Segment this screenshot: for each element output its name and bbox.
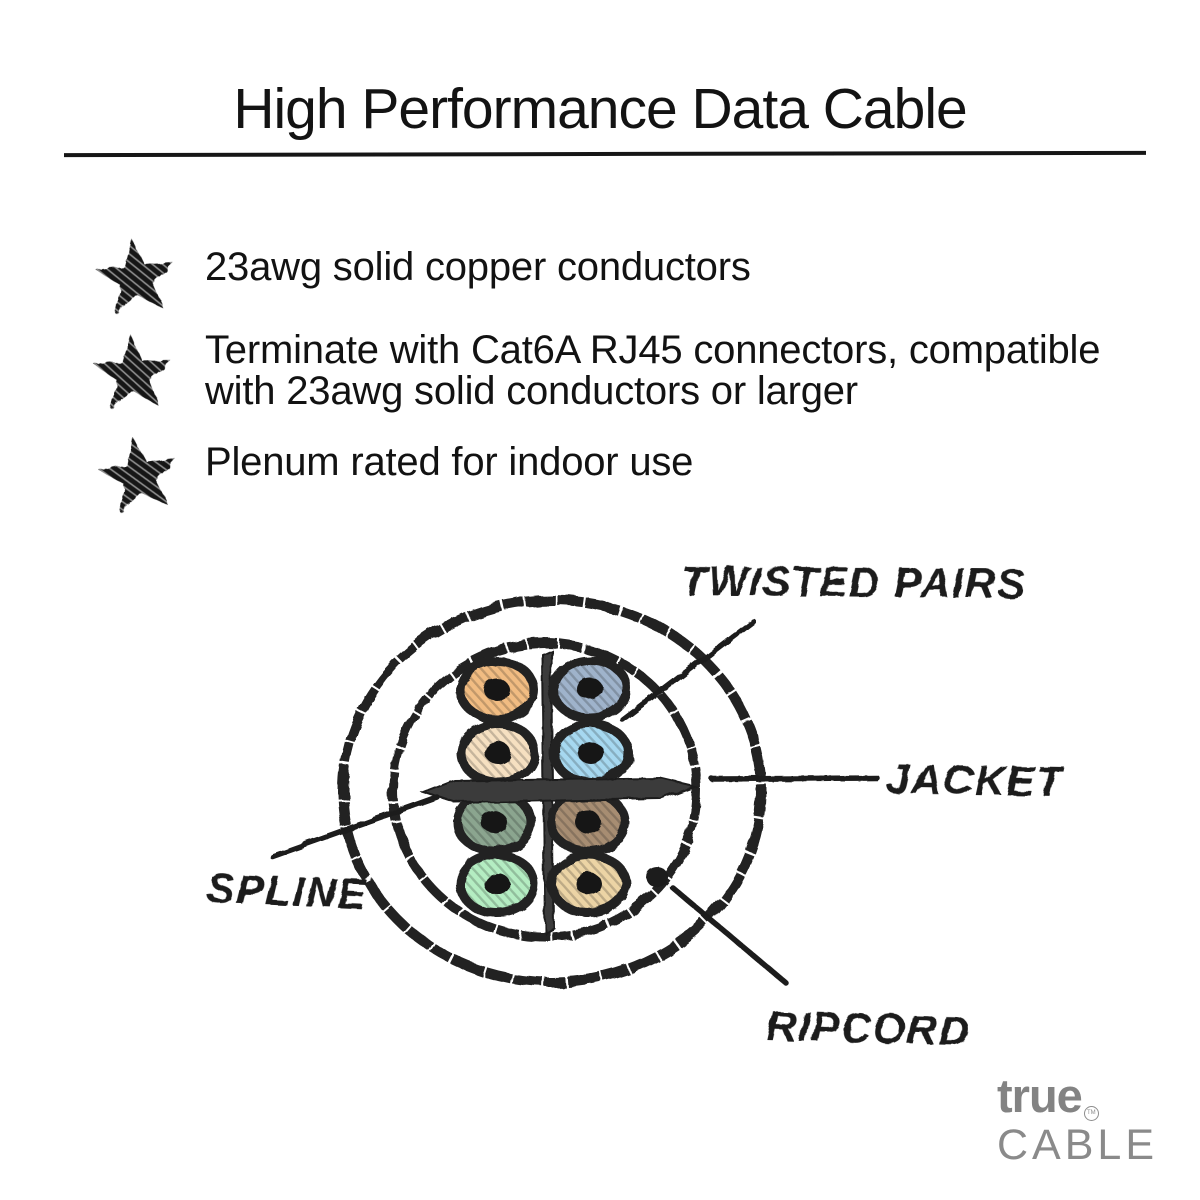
logo-word-true: true: [997, 1069, 1083, 1122]
title-divider: [63, 150, 1147, 158]
label-ripcord: RIPCORD: [766, 1002, 971, 1054]
cable-cross-section-diagram: TWISTED PAIRS JACKET SPLINE RIPCORD: [206, 557, 1066, 1054]
feature-text-line: with 23awg solid conductors or larger: [205, 369, 858, 413]
trademark-icon: TM: [1083, 1106, 1099, 1121]
conductor-core: [481, 811, 507, 833]
spline-horizontal-bar: [421, 776, 698, 805]
feature-item: 23awg solid copper conductors: [205, 247, 751, 288]
conductor-orange: [455, 656, 539, 724]
conductor-white-brown: [547, 850, 631, 918]
conductor-white-green: [455, 850, 539, 918]
feature-text: Plenum rated for indoor use: [205, 440, 694, 484]
label-jacket: JACKET: [886, 755, 1066, 805]
conductor-green: [452, 788, 536, 856]
conductor-core: [577, 678, 603, 700]
jacket-inner-ring: [388, 638, 702, 942]
label-spline: SPLINE: [206, 864, 369, 918]
label-twisted-pairs: TWISTED PAIRS: [681, 557, 1027, 607]
logo-word-cable: CABLE: [997, 1121, 1159, 1169]
conductor-white-orange: [456, 719, 540, 787]
jacket-callout-line: [709, 775, 880, 782]
conductor-blue: [548, 655, 632, 723]
jacket-outer-ring: [338, 595, 766, 987]
conductor-core: [575, 811, 601, 833]
ripcord-dot: [646, 867, 668, 887]
page-title: High Performance Data Cable: [233, 77, 967, 141]
twisted-pairs-callout-line: [620, 618, 756, 723]
feature-item: Plenum rated for indoor use: [205, 442, 693, 483]
star-icon: [94, 334, 171, 409]
conductor-core: [576, 873, 602, 895]
feature-text-line: Terminate with Cat6A RJ45 connectors, co…: [205, 328, 1101, 372]
star-icon: [96, 238, 174, 314]
conductor-core: [578, 742, 604, 764]
conductor-brown: [546, 788, 630, 856]
conductor-core: [484, 679, 510, 701]
feature-item: Terminate with Cat6A RJ45 connectors, co…: [205, 330, 1100, 412]
feature-text: 23awg solid copper conductors: [205, 245, 751, 289]
conductor-white-blue: [549, 719, 633, 787]
conductor-core: [484, 873, 510, 895]
conductor-core: [485, 742, 511, 764]
ripcord-callout-line: [670, 885, 789, 986]
spline-callout-line: [269, 794, 440, 859]
star-icon: [99, 436, 176, 513]
